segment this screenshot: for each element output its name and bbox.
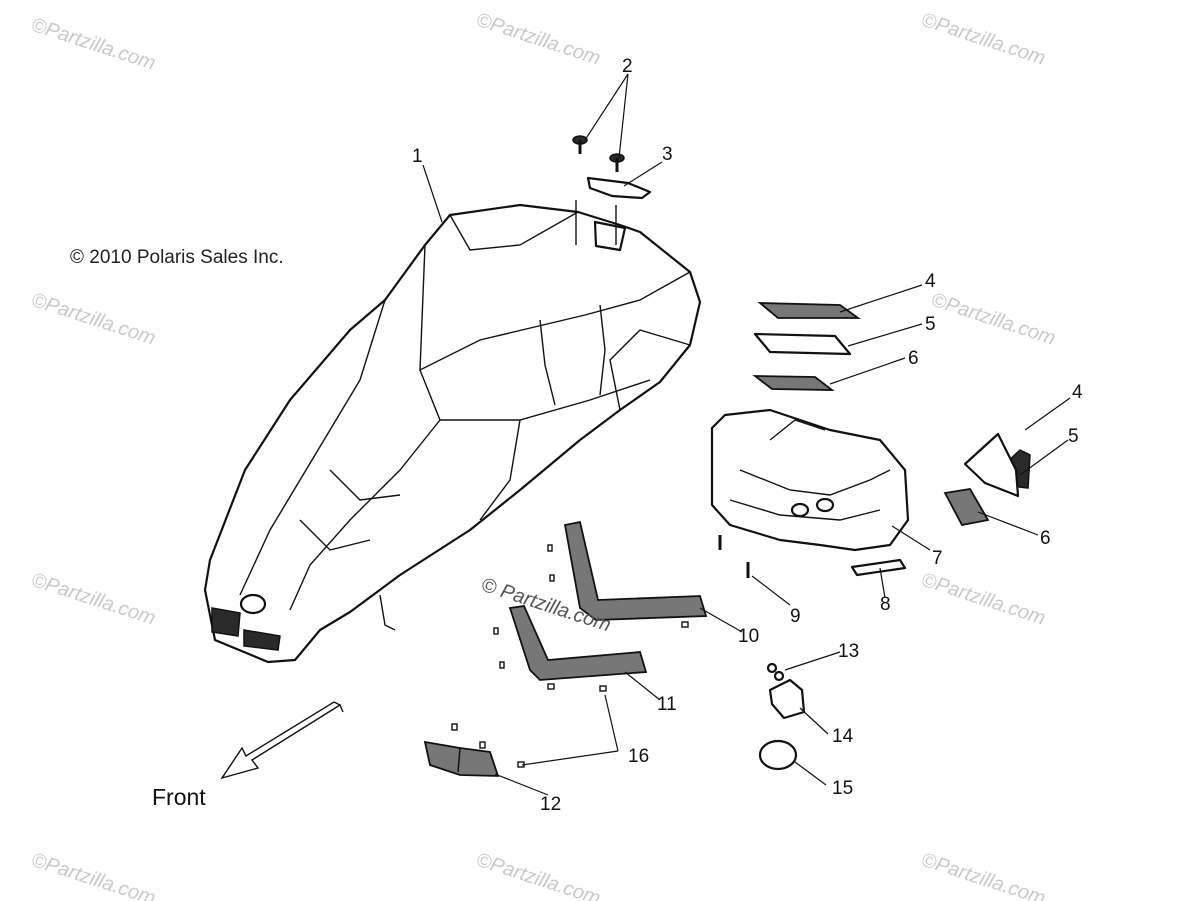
watermark: ©Partzilla.com xyxy=(918,9,1048,70)
watermark: ©Partzilla.com xyxy=(473,9,603,70)
filter-set-right xyxy=(943,432,1031,527)
watermark: ©Partzilla.com xyxy=(918,569,1048,630)
callout-16: 16 xyxy=(628,746,649,767)
watermark: ©Partzilla.com xyxy=(28,569,158,630)
front-label: Front xyxy=(152,784,206,810)
side-vent-upper-part xyxy=(563,520,708,621)
airbox-part xyxy=(710,408,910,552)
callout-8: 8 xyxy=(880,594,891,615)
callout-14: 14 xyxy=(832,726,854,747)
front-grille-part xyxy=(423,740,500,777)
hood-part xyxy=(203,203,702,664)
watermark: ©Partzilla.com xyxy=(473,849,603,901)
watermark: ©Partzilla.com xyxy=(928,289,1058,350)
callout-1: 1 xyxy=(412,146,423,167)
callout-4: 4 xyxy=(925,271,936,292)
copyright-text: © 2010 Polaris Sales Inc. xyxy=(70,247,284,268)
callout-5b: 5 xyxy=(1068,426,1079,447)
side-vent-lower-part xyxy=(508,605,648,681)
watermark: ©Partzilla.com xyxy=(918,849,1048,901)
watermark: ©Partzilla.com xyxy=(28,849,158,901)
callout-5: 5 xyxy=(925,314,936,335)
callout-7: 7 xyxy=(932,548,943,569)
foam-strip-part xyxy=(850,558,907,577)
screws-part xyxy=(572,135,625,172)
filter-set-upper xyxy=(752,302,861,391)
callout-9: 9 xyxy=(790,606,801,627)
callout-13: 13 xyxy=(838,641,859,662)
leader-lines xyxy=(422,73,1071,796)
callout-10: 10 xyxy=(738,626,759,647)
callout-4b: 4 xyxy=(1072,382,1083,403)
front-direction-arrow xyxy=(220,701,344,780)
hardware-parts xyxy=(758,662,806,771)
watermark: ©Partzilla.com xyxy=(28,14,158,75)
callout-11: 11 xyxy=(657,694,677,715)
callout-6: 6 xyxy=(908,348,919,369)
callout-6b: 6 xyxy=(1040,528,1051,549)
callout-3: 3 xyxy=(662,144,673,165)
callout-labels: 1 2 3 4 5 6 4 5 6 7 8 9 10 11 12 13 14 1… xyxy=(412,56,1083,815)
clips-part xyxy=(451,544,689,768)
callout-12: 12 xyxy=(540,794,561,815)
callout-15: 15 xyxy=(832,778,853,799)
bolts-part xyxy=(718,535,750,578)
watermark: ©Partzilla.com xyxy=(28,289,158,350)
callout-2: 2 xyxy=(622,56,633,77)
